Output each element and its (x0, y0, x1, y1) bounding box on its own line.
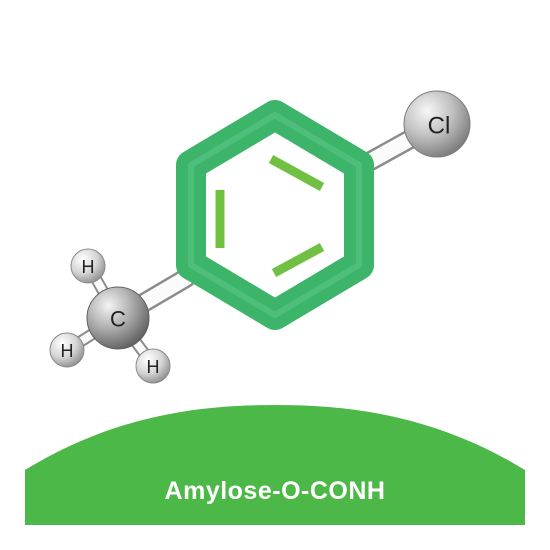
hydrogen-atom-bottom (135, 348, 171, 384)
carbon-atom (86, 286, 150, 350)
double-bond-bottom-right (271, 243, 325, 277)
double-bond-top-right (268, 155, 325, 191)
hydrogen-atom-top (70, 248, 106, 284)
hydrogen-label-bottom: H (147, 357, 160, 377)
substrate-dome (25, 405, 525, 525)
benzene-ring-highlight (188, 112, 362, 318)
substrate-label: Amylose-O-CONH (165, 477, 386, 505)
hydrogen-label-top: H (82, 257, 95, 277)
hydrogen-atom-left (49, 332, 85, 368)
carbon-label: C (110, 307, 126, 332)
chlorine-label: Cl (428, 113, 451, 140)
chlorine-atom (403, 90, 471, 158)
hydrogen-label-left: H (61, 341, 74, 361)
